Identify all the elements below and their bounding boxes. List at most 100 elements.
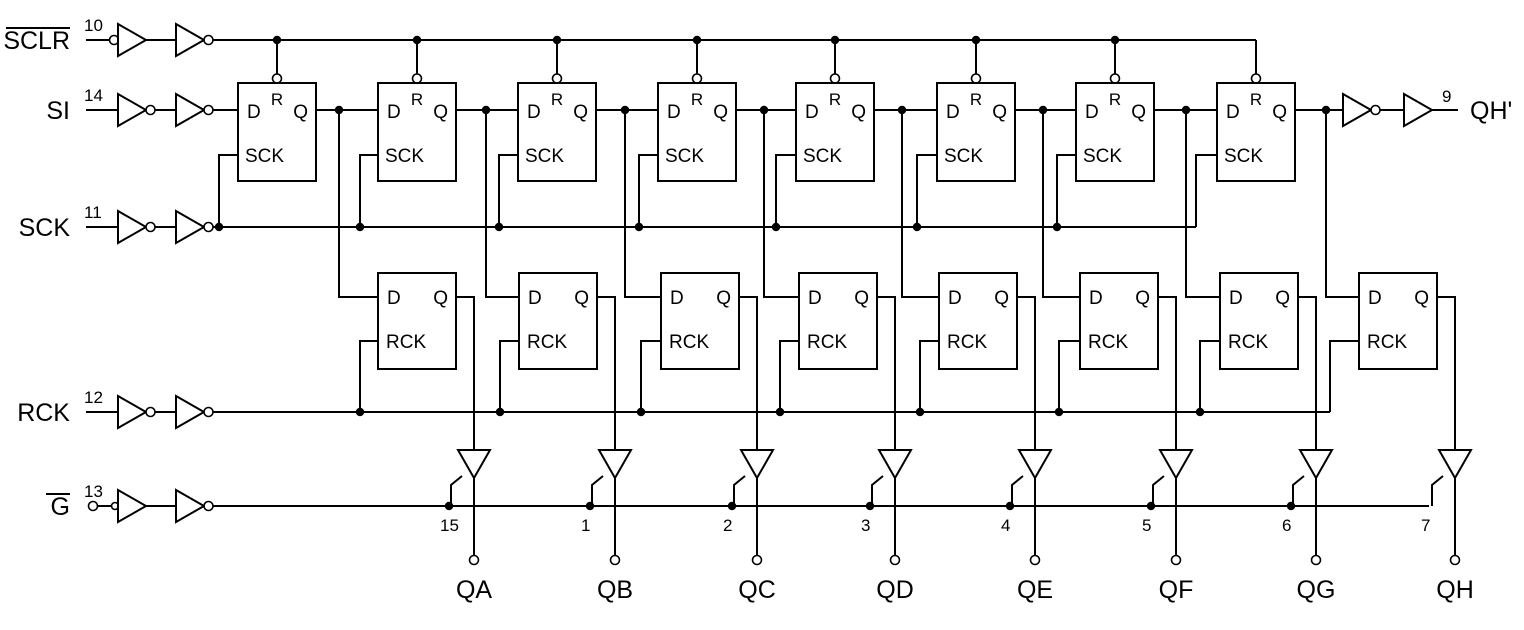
storage-register-clock-label: RCK: [947, 332, 987, 353]
junction-dot: [412, 35, 422, 45]
inversion-bubble: [203, 500, 214, 512]
storage-register-d-label: D: [948, 288, 962, 309]
junction-dot: [214, 222, 224, 232]
shift-register-d-label: D: [1226, 102, 1240, 123]
shift-register-r-label: R: [829, 90, 841, 109]
storage-register-q-label: Q: [574, 288, 589, 309]
junction-dot: [830, 35, 840, 45]
shift-register-flipflop: [377, 82, 457, 182]
storage-input-wire: [763, 110, 799, 298]
junction-dot: [636, 407, 646, 417]
enable-wire: [1292, 475, 1305, 506]
storage-register-clock-label: RCK: [807, 332, 847, 353]
output-pin-number: 3: [861, 516, 870, 535]
storage-register-clock-label: RCK: [527, 332, 567, 353]
sck-pin-number: 11: [84, 203, 102, 222]
storage-register-flipflop: [1079, 272, 1159, 370]
junction-dot: [692, 35, 702, 45]
rck-clock-wire: [779, 340, 799, 412]
shift-register-d-label: D: [667, 102, 681, 123]
storage-register-flipflop: [1358, 272, 1438, 370]
storage-register-flipflop: [798, 272, 878, 370]
storage-input-wire: [1042, 110, 1080, 298]
g-input-label: G: [51, 493, 70, 521]
inversion-bubble: [691, 73, 703, 84]
sck-clock-wire: [359, 154, 378, 227]
inversion-bubble: [145, 406, 156, 418]
output-label: QG: [1297, 576, 1336, 604]
tristate-output-buffer: [1298, 449, 1334, 481]
inversion-bubble: [271, 73, 283, 84]
storage-register-q-label: Q: [1135, 288, 1150, 309]
storage-register-d-label: D: [670, 288, 684, 309]
g-input-buffer: [117, 488, 149, 524]
shift-register-clock-label: SCK: [1083, 146, 1122, 167]
junction-dot: [1038, 105, 1048, 115]
sck-clock-wire: [498, 154, 518, 227]
rck-input-buffer: [175, 394, 207, 430]
junction-dot: [481, 105, 491, 115]
shift-register-clock-label: SCK: [385, 146, 424, 167]
g-pin-number: 13: [84, 482, 103, 501]
output-wire: [1017, 296, 1036, 450]
storage-register-clock-label: RCK: [1088, 332, 1128, 353]
shift-register-r-label: R: [411, 90, 423, 109]
shift-register-r-label: R: [1109, 90, 1121, 109]
shift-register-q-label: Q: [851, 102, 866, 123]
inversion-bubble: [203, 104, 214, 116]
storage-input-wire: [1325, 110, 1359, 298]
shift-register-flipflop: [517, 82, 597, 182]
components: [87, 22, 1473, 566]
sck-clock-wire: [1056, 154, 1076, 227]
output-wire: [1437, 296, 1456, 450]
rck-clock-wire: [1199, 340, 1220, 412]
output-wire: [739, 296, 758, 450]
output-label: QE: [1017, 576, 1053, 604]
shift-register-r-label: R: [271, 90, 283, 109]
tristate-output-buffer: [877, 449, 913, 481]
shift-register-d-label: D: [946, 102, 960, 123]
output-pin-number: 6: [1282, 516, 1291, 535]
inversion-bubble: [1370, 104, 1381, 116]
storage-register-d-label: D: [1229, 288, 1243, 309]
rck-clock-wire: [359, 340, 378, 412]
shift-register-d-label: D: [805, 102, 819, 123]
storage-register-d-label: D: [387, 288, 401, 309]
enable-wire: [591, 475, 604, 506]
enable-wire: [871, 475, 884, 506]
junction-dot: [585, 501, 595, 511]
storage-register-clock-label: RCK: [1367, 332, 1407, 353]
output-pin-bubble: [1029, 554, 1041, 566]
storage-register-flipflop: [518, 272, 598, 370]
inversion-bubble: [203, 34, 214, 46]
inversion-bubble: [970, 73, 982, 84]
shift-register-flipflop: [657, 82, 737, 182]
shift-register-q-label: Q: [1131, 102, 1146, 123]
g-input-pin-bubble: [87, 500, 99, 512]
storage-register-d-label: D: [1089, 288, 1103, 309]
storage-register-flipflop: [938, 272, 1018, 370]
storage-input-wire: [338, 110, 378, 298]
shift-register-q-label: Q: [713, 102, 728, 123]
shift-register-clock-label: SCK: [803, 146, 842, 167]
si-input-inverter: [117, 92, 149, 128]
storage-input-wire: [1185, 110, 1220, 298]
tristate-output-buffer: [456, 449, 492, 481]
sck-clock-wire: [218, 154, 238, 227]
junction-dot: [1195, 407, 1205, 417]
output-pin-number: 7: [1421, 516, 1430, 535]
si-input-label: SI: [46, 97, 70, 125]
enable-wire: [1011, 475, 1024, 506]
output-label: QF: [1159, 576, 1194, 604]
junction-dot: [552, 35, 562, 45]
junction-dot: [1005, 501, 1015, 511]
junction-dot: [620, 105, 630, 115]
junction-dot: [915, 407, 925, 417]
storage-register-q-label: Q: [433, 288, 448, 309]
storage-register-q-label: Q: [994, 288, 1009, 309]
rck-clock-wire: [1058, 340, 1080, 412]
qh-serial-buffer: [1342, 92, 1374, 128]
wires: [6, 27, 1458, 555]
output-pin-number: 4: [1001, 516, 1010, 535]
output-pin-number: 5: [1142, 516, 1151, 535]
